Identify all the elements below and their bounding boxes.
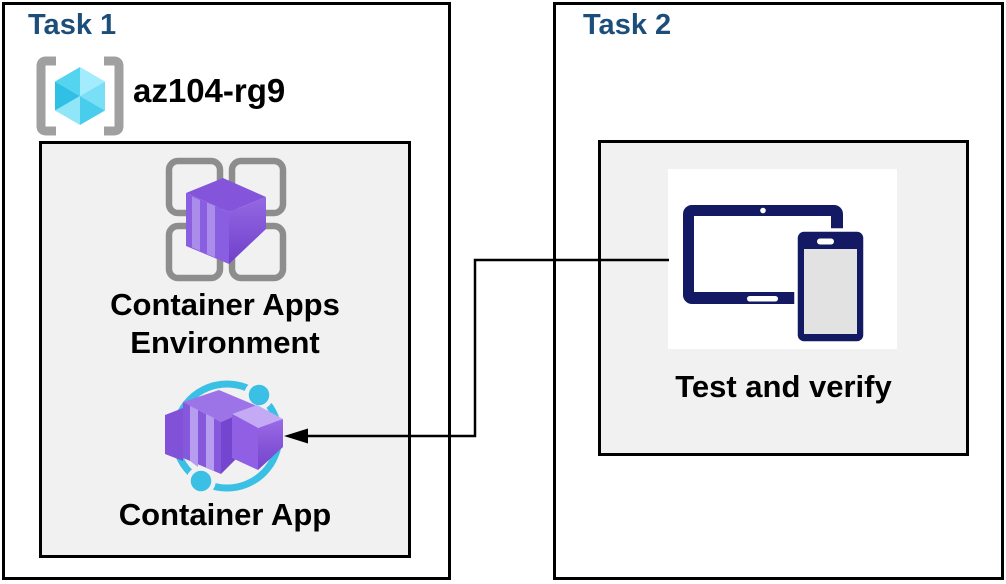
- phone-screen: [804, 249, 857, 334]
- tablet-camera-dot: [760, 207, 766, 214]
- test-and-verify-icon: [683, 205, 867, 345]
- cyan-cube: [55, 67, 105, 125]
- resource-group-name: az104-rg9: [133, 72, 286, 109]
- container-app-label: Container App: [118, 497, 332, 532]
- environment-label-line2: Environment: [130, 325, 320, 360]
- orbit-dot-bottom: [186, 466, 216, 496]
- environment-label-line1: Container Apps: [110, 287, 340, 322]
- bracket-right: [104, 56, 124, 136]
- environment-label: Container Apps Environment: [39, 286, 411, 362]
- task2-title: Task 2: [583, 9, 672, 41]
- purple-container: [186, 178, 266, 264]
- purple-containers: [165, 390, 283, 474]
- container-apps-environment-icon: [165, 157, 287, 282]
- container-app-icon: [165, 380, 283, 496]
- resource-group-icon: [36, 56, 124, 136]
- phone-speaker: [817, 238, 834, 245]
- bracket-left: [36, 56, 56, 136]
- phone-icon: [794, 228, 867, 345]
- test-and-verify-label: Test and verify: [675, 369, 892, 404]
- task1-title: Task 1: [28, 9, 117, 41]
- test-icon-background: [668, 169, 897, 349]
- tablet-home-button: [747, 296, 778, 302]
